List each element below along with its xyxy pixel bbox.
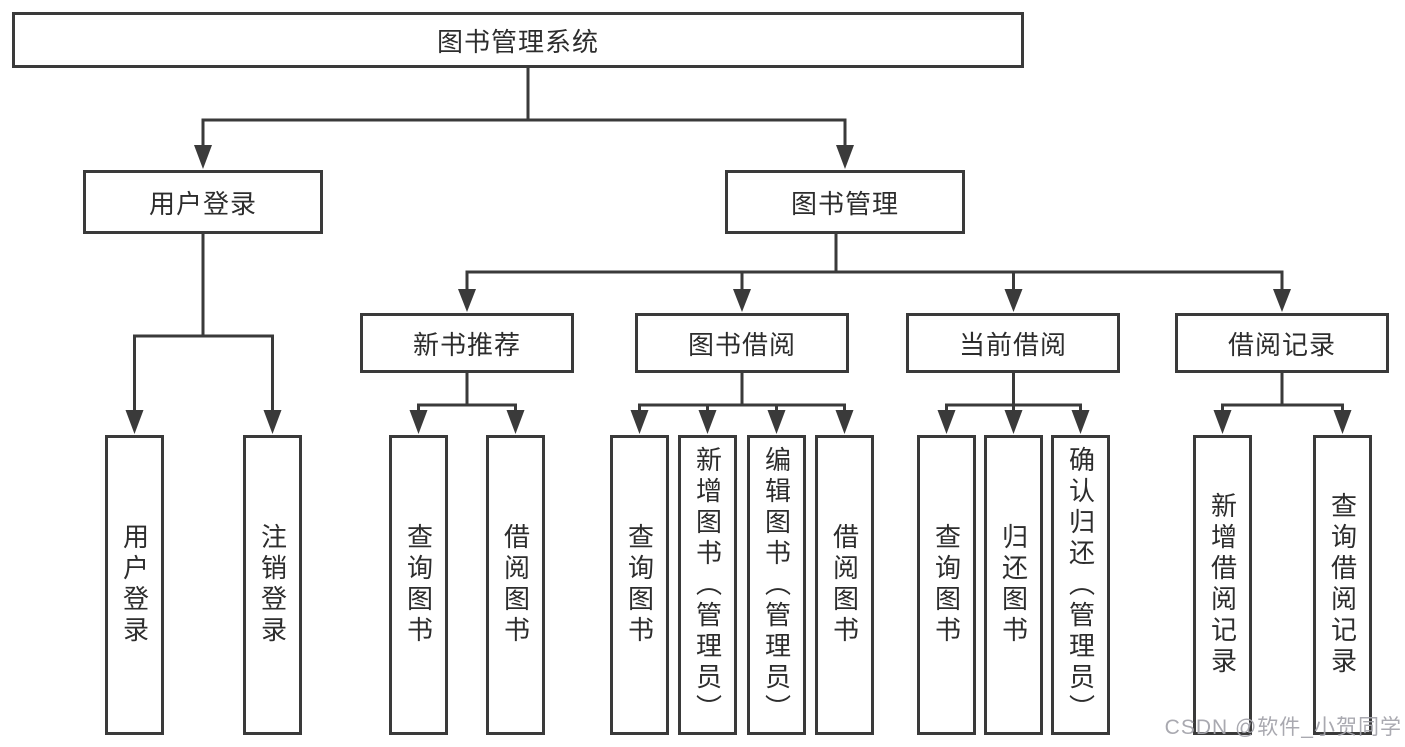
node-current-borrow-label: 当前借阅 bbox=[958, 329, 1067, 360]
arrow-down-icon bbox=[506, 410, 525, 434]
leaf-logout-label: 注销登录 bbox=[257, 523, 288, 647]
arrow-down-icon bbox=[263, 410, 282, 434]
node-book-borrow-label: 图书借阅 bbox=[687, 329, 796, 360]
arrow-down-icon bbox=[125, 410, 144, 434]
leaf-newbook-query-books-label: 查询图书 bbox=[403, 523, 434, 647]
arrow-down-icon bbox=[1213, 410, 1232, 434]
arrow-down-icon bbox=[698, 410, 717, 434]
node-book-management: 图书管理 bbox=[725, 170, 965, 234]
leaf-user-login-label: 用户登录 bbox=[119, 523, 150, 647]
leaf-borrow-borrow-books: 借阅图书 bbox=[815, 435, 874, 735]
node-book-borrow: 图书借阅 bbox=[635, 313, 849, 373]
leaf-current-query-books-label: 查询图书 bbox=[931, 523, 962, 647]
arrow-down-icon bbox=[1273, 289, 1291, 312]
node-new-book-recommend-label: 新书推荐 bbox=[412, 329, 521, 360]
connector-records bbox=[1221, 373, 1344, 418]
leaf-current-query-books: 查询图书 bbox=[917, 435, 976, 735]
csdn-watermark: CSDN @软件_小贺同学 bbox=[1164, 716, 1402, 739]
leaf-borrow-query-books: 查询图书 bbox=[610, 435, 669, 735]
leaf-logout: 注销登录 bbox=[243, 435, 302, 735]
connector-lines bbox=[133, 68, 1344, 418]
arrow-down-icon bbox=[194, 145, 212, 169]
node-user-login-label: 用户登录 bbox=[148, 188, 257, 219]
connector-user-login bbox=[133, 234, 274, 418]
connector-root bbox=[201, 68, 847, 152]
leaf-records-add-record-label: 新增借阅记录 bbox=[1207, 492, 1238, 678]
leaf-records-query-record: 查询借阅记录 bbox=[1313, 435, 1372, 735]
arrow-down-icon bbox=[409, 410, 428, 434]
leaf-newbook-borrow-books: 借阅图书 bbox=[486, 435, 545, 735]
connector-book-management bbox=[465, 234, 1284, 296]
arrow-down-icon bbox=[630, 410, 649, 434]
leaf-borrow-edit-books-admin-label: 编辑图书（管理员） bbox=[761, 445, 792, 725]
arrow-down-icon bbox=[458, 289, 476, 312]
arrowheads bbox=[125, 145, 1352, 434]
leaf-newbook-query-books: 查询图书 bbox=[389, 435, 448, 735]
leaf-current-confirm-return-admin-label: 确认归还（管理员） bbox=[1065, 445, 1096, 725]
node-root-label: 图书管理系统 bbox=[436, 26, 599, 57]
leaf-newbook-borrow-books-label: 借阅图书 bbox=[500, 523, 531, 647]
arrow-down-icon bbox=[1071, 410, 1090, 434]
node-new-book-recommend: 新书推荐 bbox=[360, 313, 574, 373]
leaf-borrow-query-books-label: 查询图书 bbox=[624, 523, 655, 647]
leaf-borrow-edit-books-admin: 编辑图书（管理员） bbox=[747, 435, 806, 735]
node-borrow-records: 借阅记录 bbox=[1175, 313, 1389, 373]
leaf-borrow-borrow-books-label: 借阅图书 bbox=[829, 523, 860, 647]
leaf-records-add-record: 新增借阅记录 bbox=[1193, 435, 1252, 735]
arrow-down-icon bbox=[767, 410, 786, 434]
leaf-records-query-record-label: 查询借阅记录 bbox=[1327, 492, 1358, 678]
leaf-current-return-books-label: 归还图书 bbox=[998, 523, 1029, 647]
connector-new-book bbox=[417, 373, 517, 418]
arrow-down-icon bbox=[733, 289, 751, 312]
node-root: 图书管理系统 bbox=[12, 12, 1024, 68]
node-current-borrow: 当前借阅 bbox=[906, 313, 1120, 373]
connector-borrow bbox=[638, 373, 846, 418]
arrow-down-icon bbox=[836, 145, 854, 169]
arrow-down-icon bbox=[937, 410, 956, 434]
node-borrow-records-label: 借阅记录 bbox=[1227, 329, 1336, 360]
leaf-current-return-books: 归还图书 bbox=[984, 435, 1043, 735]
arrow-down-icon bbox=[835, 410, 854, 434]
leaf-borrow-add-books-admin: 新增图书（管理员） bbox=[678, 435, 737, 735]
node-user-login: 用户登录 bbox=[83, 170, 323, 234]
leaf-user-login: 用户登录 bbox=[105, 435, 164, 735]
leaf-current-confirm-return-admin: 确认归还（管理员） bbox=[1051, 435, 1110, 735]
arrow-down-icon bbox=[1333, 410, 1352, 434]
arrow-down-icon bbox=[1004, 410, 1023, 434]
node-book-management-label: 图书管理 bbox=[790, 188, 899, 219]
arrow-down-icon bbox=[1004, 289, 1023, 312]
leaf-borrow-add-books-admin-label: 新增图书（管理员） bbox=[692, 445, 723, 725]
